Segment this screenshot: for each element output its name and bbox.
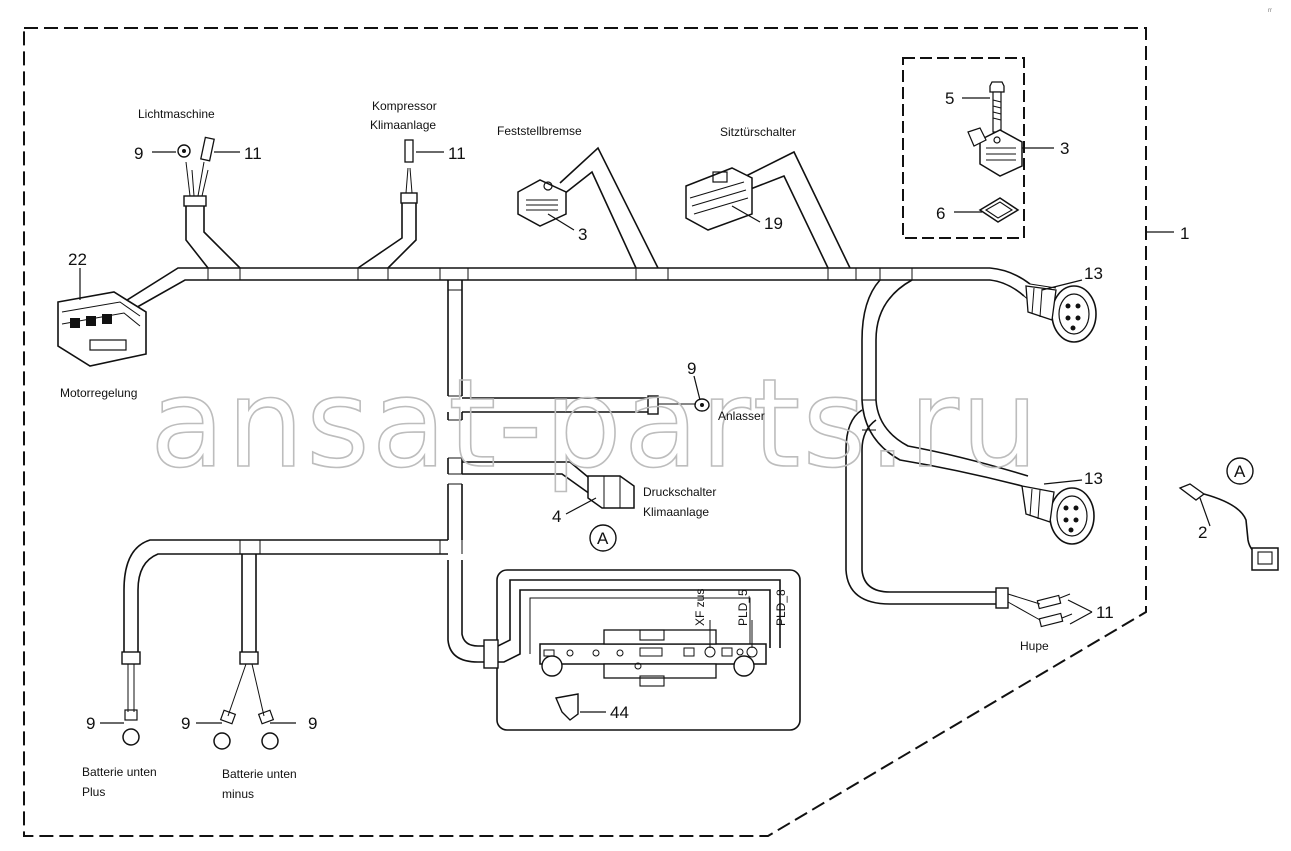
label-anlasser: Anlasser [718,409,765,423]
label-pld8: PLD_8 [774,589,788,626]
callout-11-lichtmaschine: 11 [244,144,262,163]
label-kompressor-line1: Kompressor [372,99,437,113]
callout-4: 4 [552,507,561,526]
branch-kompressor [357,139,418,269]
central-trunk [447,280,486,663]
callout-11-hupe: 11 [1096,603,1114,622]
label-lichtmaschine: Lichtmaschine [138,107,215,121]
label-feststellbremse: Feststellbremse [497,124,582,138]
callout-a-main: A [597,529,609,548]
label-xf-zus: XF zus [693,589,707,626]
callout-a-detail: A [1234,462,1246,481]
label-sitztuerschalter: Sitztürschalter [720,125,796,139]
branch-hupe [995,587,1073,628]
callout-3-feststellbremse: 3 [578,225,587,244]
callout-9-batterie-minus-left: 9 [181,714,190,733]
detail-a-sensor [1178,483,1279,571]
callout-circle-a-main [589,524,617,552]
callout-1: 1 [1180,224,1189,243]
callout-6: 6 [936,204,945,223]
branch-sitztuerschalter [685,150,851,269]
label-druckschalter-line1: Druckschalter [643,485,716,499]
callout-9-lichtmaschine: 9 [134,144,143,163]
callout-5: 5 [945,89,954,108]
label-hupe: Hupe [1020,639,1049,653]
callout-circle-a-detail [1226,457,1254,485]
round-connector-bottom [1021,485,1095,545]
callout-19: 19 [764,214,783,233]
callout-9-batterie-minus-right: 9 [308,714,317,733]
callout-13-bottom: 13 [1084,469,1103,488]
callout-9-anlasser: 9 [687,359,696,378]
branch-feststellbremse [517,146,659,269]
callout-9-batterie-plus: 9 [86,714,95,733]
callout-44: 44 [610,703,629,722]
callout-3-inset: 3 [1060,139,1069,158]
round-connector-top [1023,283,1097,343]
branch-lichtmaschine [177,136,241,269]
assembly-boundary [23,27,1147,837]
corner-mark: rr [1268,8,1272,14]
connector-motorregelung [57,291,147,367]
label-batterie-plus-line1: Batterie unten [82,765,157,779]
branch-anlasser [462,395,710,415]
label-batterie-minus-line2: minus [222,787,254,801]
inset-parts [967,81,1023,223]
fuse-box [483,569,801,731]
label-batterie-plus-line2: Plus [82,785,105,799]
callout-11-kompressor: 11 [448,144,466,163]
label-pld5: PLD_5 [736,589,750,626]
watermark: ansat-parts.ru [150,353,1040,495]
label-batterie-minus-line1: Batterie unten [222,767,297,781]
callout-2: 2 [1198,523,1207,542]
leader-lines [79,97,1211,724]
label-druckschalter-line2: Klimaanlage [643,505,709,519]
callout-22: 22 [68,250,87,269]
label-kompressor-line2: Klimaanlage [370,118,436,132]
callout-13-top: 13 [1084,264,1103,283]
branch-round-connectors [845,267,1097,605]
label-motorregelung: Motorregelung [60,386,137,400]
branch-batteries [121,539,463,750]
branch-druckschalter [462,461,635,509]
main-harness-trunk [123,267,990,311]
